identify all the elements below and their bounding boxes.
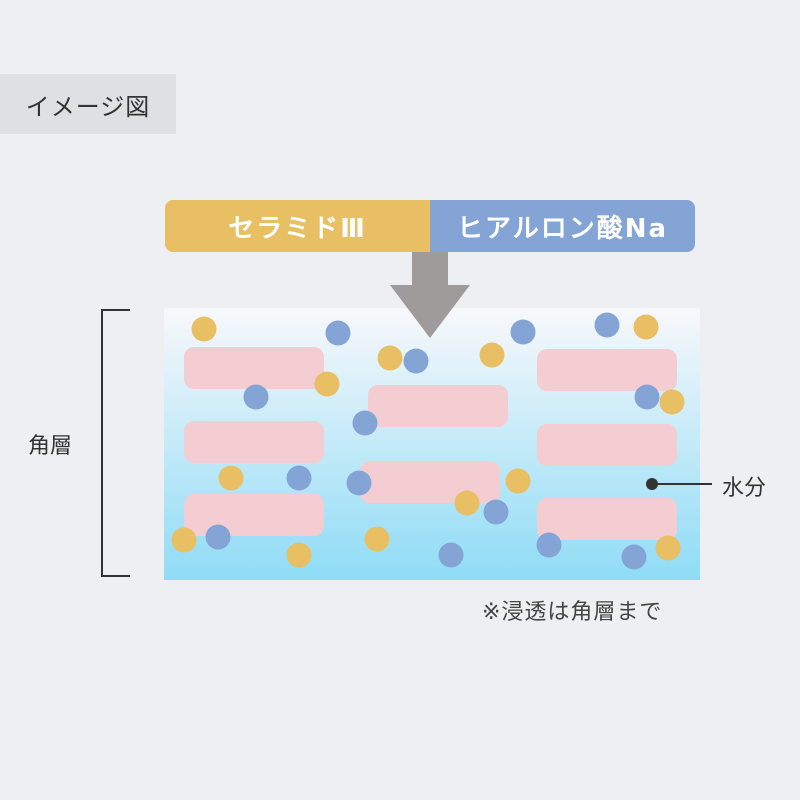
ceramide-dot (454, 490, 480, 516)
cell-block (537, 498, 677, 540)
hyaluronic-dot (286, 465, 312, 491)
down-arrow-icon (390, 252, 470, 338)
ceramide-dot (655, 535, 681, 561)
cell-blocks (184, 347, 677, 540)
water-label: 水分 (722, 476, 767, 501)
image-caption-tag: イメージ図 (0, 74, 176, 134)
ceramide-dot (218, 465, 244, 491)
hyaluronic-dot (352, 410, 378, 436)
molecule-dots (171, 312, 685, 570)
hyaluronic-dot (243, 384, 269, 410)
hyaluronic-dot (621, 544, 647, 570)
ceramide-dot (314, 371, 340, 397)
hyaluronic-dot (483, 499, 509, 525)
hyaluronic-segment: ヒアルロン酸Na (430, 200, 695, 252)
layer-bracket (101, 309, 130, 577)
penetration-note: ※浸透は角層まで (482, 600, 663, 625)
hyaluronic-dot (634, 384, 660, 410)
hyaluronic-dot (325, 320, 351, 346)
cell-block (184, 494, 324, 536)
cell-block (537, 424, 677, 466)
hyaluronic-dot (205, 524, 231, 550)
hyaluronic-dot (510, 319, 536, 345)
hyaluronic-dot (438, 542, 464, 568)
image-caption-text: イメージ図 (25, 92, 151, 121)
stratum-corneum-label: 角層 (28, 434, 73, 459)
water-pointer-dot (646, 478, 658, 490)
hyaluronic-dot (594, 312, 620, 338)
cell-block (184, 421, 324, 463)
ceramide-dot (286, 542, 312, 568)
ceramide-segment: セラミドⅢ (165, 200, 430, 252)
ceramide-dot (364, 526, 390, 552)
ceramide-dot (171, 527, 197, 553)
ingredient-bar: セラミドⅢ ヒアルロン酸Na (165, 200, 695, 252)
ceramide-dot (659, 389, 685, 415)
hyaluronic-dot (403, 348, 429, 374)
cell-block (368, 385, 508, 427)
cell-block (184, 347, 324, 389)
ceramide-dot (479, 342, 505, 368)
cell-block (537, 349, 677, 391)
cell-block (360, 461, 500, 503)
ceramide-dot (191, 316, 217, 342)
ceramide-dot (633, 314, 659, 340)
ceramide-dot (377, 345, 403, 371)
hyaluronic-dot (536, 532, 562, 558)
ceramide-dot (505, 468, 531, 494)
hyaluronic-dot (346, 470, 372, 496)
